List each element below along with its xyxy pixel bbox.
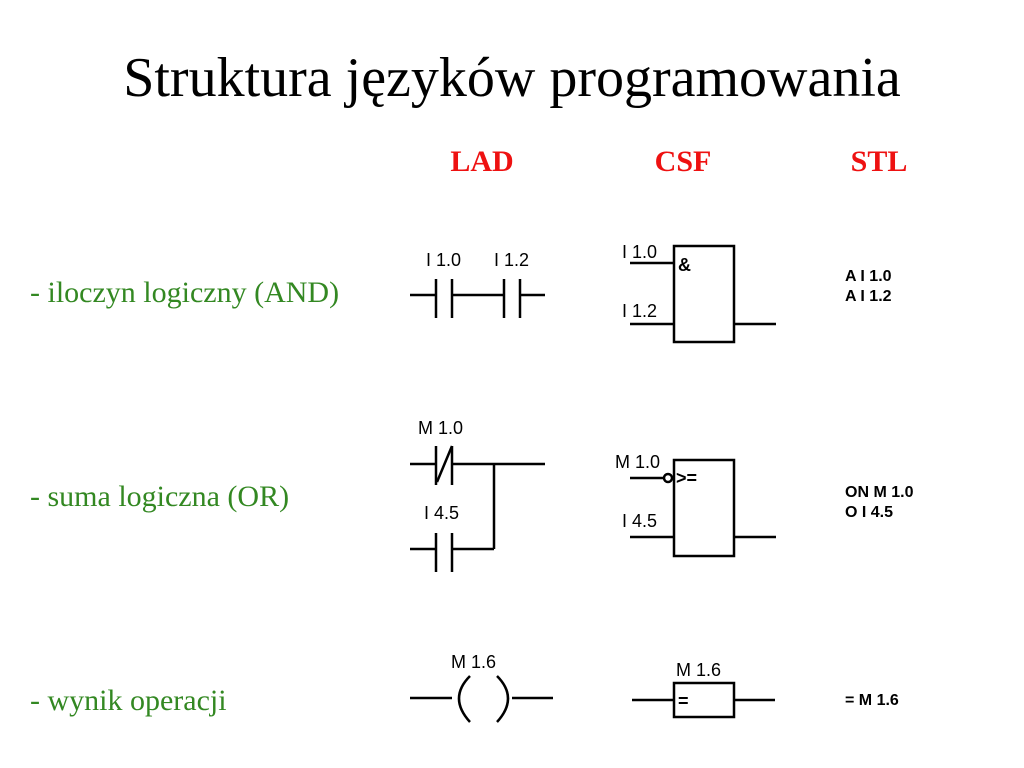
- row-label-and: - iloczyn logiczny (AND): [30, 276, 340, 309]
- column-header-lad: LAD: [450, 145, 514, 178]
- stl-instruction: A I 1.2: [845, 288, 892, 305]
- stl-instruction: A I 1.0: [845, 268, 892, 285]
- csf-assign-block: [632, 681, 775, 719]
- lad-and-network: [410, 279, 545, 318]
- lad-contact-label: I 1.0: [426, 250, 461, 270]
- csf-input-label: I 4.5: [622, 511, 657, 531]
- lad-or-network: [410, 445, 545, 572]
- csf-and-symbol: &: [678, 255, 691, 275]
- csf-or-block: [630, 458, 776, 558]
- lad-contact-label: M 1.0: [418, 418, 463, 438]
- csf-block-label: M 1.6: [676, 660, 721, 680]
- row-label-result: - wynik operacji: [30, 684, 227, 717]
- stl-and-block: A I 1.0 A I 1.2: [845, 267, 892, 307]
- csf-assign-symbol: =: [678, 691, 689, 711]
- csf-input-label: I 1.2: [622, 301, 657, 321]
- stl-instruction: O I 4.5: [845, 504, 894, 521]
- stl-result-block: = M 1.6: [845, 691, 899, 711]
- csf-input-label: M 1.0: [615, 452, 660, 472]
- column-header-csf: CSF: [654, 145, 712, 178]
- lad-contact-label: I 1.2: [494, 250, 529, 270]
- csf-or-symbol: >=: [676, 468, 697, 488]
- row-label-or: - suma logiczna (OR): [30, 480, 290, 513]
- page-title: Struktura języków programowania: [123, 47, 901, 109]
- stl-or-block: ON M 1.0 O I 4.5: [845, 483, 913, 523]
- csf-and-block: [630, 244, 776, 344]
- lad-coil-label: M 1.6: [451, 652, 496, 672]
- lad-contact-label: I 4.5: [424, 503, 459, 523]
- stl-instruction: ON M 1.0: [845, 484, 914, 501]
- csf-input-label: I 1.0: [622, 242, 657, 262]
- column-header-stl: STL: [850, 145, 908, 178]
- lad-coil: [410, 675, 553, 723]
- stl-instruction: = M 1.6: [845, 692, 899, 709]
